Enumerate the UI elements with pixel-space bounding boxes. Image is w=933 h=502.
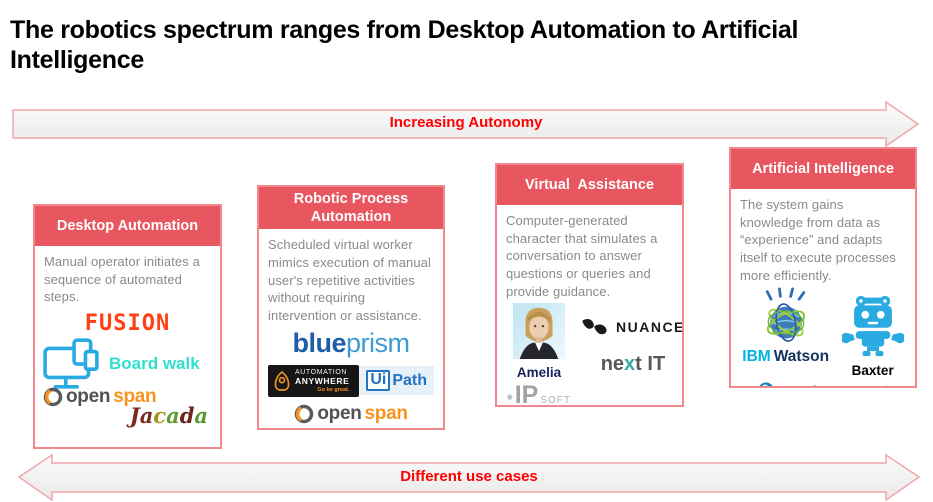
nuance-swoosh-icon <box>582 319 607 335</box>
rpa-logos: blueprism AUTOMATION ANYWHERE Go be grea… <box>259 328 443 425</box>
ipsoft-ip-text: IP <box>514 381 539 407</box>
jacada-letter: a <box>194 403 208 429</box>
increasing-autonomy-label: Increasing Autonomy <box>389 114 543 131</box>
virtual-assistance-logos: Amelia IP SOFT <box>497 303 682 407</box>
baxter-logo: Baxter <box>839 295 906 378</box>
jacada-letter: J <box>129 403 140 429</box>
virtual-assistance-description: Computer-generated character that simula… <box>506 213 658 299</box>
amelia-ipsoft-column: Amelia IP SOFT <box>507 303 571 407</box>
jacada-letter: d <box>179 403 195 429</box>
nextit-post-text: t IT <box>635 353 666 376</box>
devices-icon <box>43 338 99 389</box>
different-use-cases-label: Different use cases <box>400 468 538 485</box>
deepmind-text: DeepMind <box>829 383 888 386</box>
ibm-watson-globe-icon <box>765 287 805 343</box>
title-line-1: The robotics spectrum ranges from Deskto… <box>10 16 799 44</box>
right-arrow-shape-icon <box>12 100 920 148</box>
blueprism-prism-text: prism <box>346 327 410 358</box>
artificial-intelligence-box: Artificial Intelligence The system gains… <box>729 147 917 388</box>
virtual-assistance-box: Virtual Assistance Computer-generated ch… <box>495 163 684 407</box>
nuance-logo: NUANCE <box>581 317 684 337</box>
nextit-logo: next IT <box>581 353 682 376</box>
jacada-letter: a <box>139 403 154 429</box>
virtual-assistance-logo-columns: Amelia IP SOFT <box>505 303 682 407</box>
ipsoft-logo: IP SOFT <box>507 381 571 407</box>
blueprism-blue-text: blue <box>292 327 346 358</box>
desktop-automation-description: Manual operator initiates a sequence of … <box>44 254 200 305</box>
nuance-nextit-column: NUANCE next IT <box>581 317 684 405</box>
openspan-span-text: span <box>113 386 157 408</box>
automation-anywhere-icon <box>274 370 290 391</box>
automation-anywhere-line1: AUTOMATION <box>295 368 348 376</box>
page-title: The robotics spectrum ranges from Deskto… <box>10 15 915 75</box>
rpa-header: Robotic Process Automation <box>259 187 443 230</box>
jacada-letter: a <box>166 403 180 429</box>
amelia-avatar <box>512 303 566 360</box>
google-text: Google <box>779 383 824 386</box>
title-line-2: Intelligence <box>10 46 144 74</box>
nextit-pre-text: ne <box>600 353 625 376</box>
virtual-assistance-header: Virtual Assistance <box>497 165 682 205</box>
google-deepmind-logo: Google DeepMind <box>739 382 907 386</box>
automation-anywhere-line2: ANYWHERE <box>295 375 350 386</box>
uipath-path-text: Path <box>392 371 427 389</box>
different-use-cases-arrow: Different use cases <box>17 453 921 502</box>
openspan-open-text: open <box>66 386 111 408</box>
openspan-span-text: span <box>364 402 408 424</box>
increasing-autonomy-arrow: Increasing Autonomy <box>12 100 920 148</box>
ibm-text: IBM <box>742 348 771 366</box>
amelia-label: Amelia <box>516 365 562 381</box>
openspan-open-text: open <box>317 402 362 424</box>
automation-anywhere-logo: AUTOMATION ANYWHERE Go be great. <box>268 364 360 397</box>
uipath-logo: Ui Path <box>359 366 434 395</box>
baxter-label: Baxter <box>851 363 894 379</box>
rpa-box: Robotic Process Automation Scheduled vir… <box>257 185 445 430</box>
boardwalk-logo: Board walk <box>109 354 200 374</box>
automation-anywhere-text: AUTOMATION ANYWHERE Go be great. <box>295 369 349 393</box>
blueprism-logo: blueprism <box>267 328 435 359</box>
uipath-ui-text: Ui <box>366 370 391 391</box>
artificial-intelligence-description: The system gains knowledge from data as … <box>740 197 896 283</box>
artificial-intelligence-header: Artificial Intelligence <box>731 149 915 189</box>
nuance-text: NUANCE <box>616 319 684 336</box>
rpa-logo-row: AUTOMATION ANYWHERE Go be great. Ui Path <box>267 364 435 397</box>
deepmind-icon <box>759 382 773 386</box>
ipsoft-soft-text: SOFT <box>540 394 571 406</box>
fusion-logo: FUSION <box>84 311 171 337</box>
nextit-x-text: x <box>624 353 636 376</box>
jacada-logo: Jacada <box>43 403 212 428</box>
openspan-icon <box>295 404 314 423</box>
watson-text: Watson <box>773 348 830 366</box>
automation-anywhere-tagline: Go be great. <box>317 386 350 393</box>
desktop-automation-box: Desktop Automation Manual operator initi… <box>33 204 222 449</box>
jacada-letter: c <box>153 403 167 429</box>
rpa-description: Scheduled virtual worker mimics executio… <box>268 237 431 323</box>
openspan-icon <box>43 387 63 407</box>
double-arrow-shape-icon <box>17 453 921 502</box>
ipsoft-globe-icon <box>507 394 513 400</box>
baxter-robot-icon <box>840 296 905 357</box>
desktop-automation-header: Desktop Automation <box>35 206 220 246</box>
boardwalk-row: Board walk <box>43 338 212 390</box>
